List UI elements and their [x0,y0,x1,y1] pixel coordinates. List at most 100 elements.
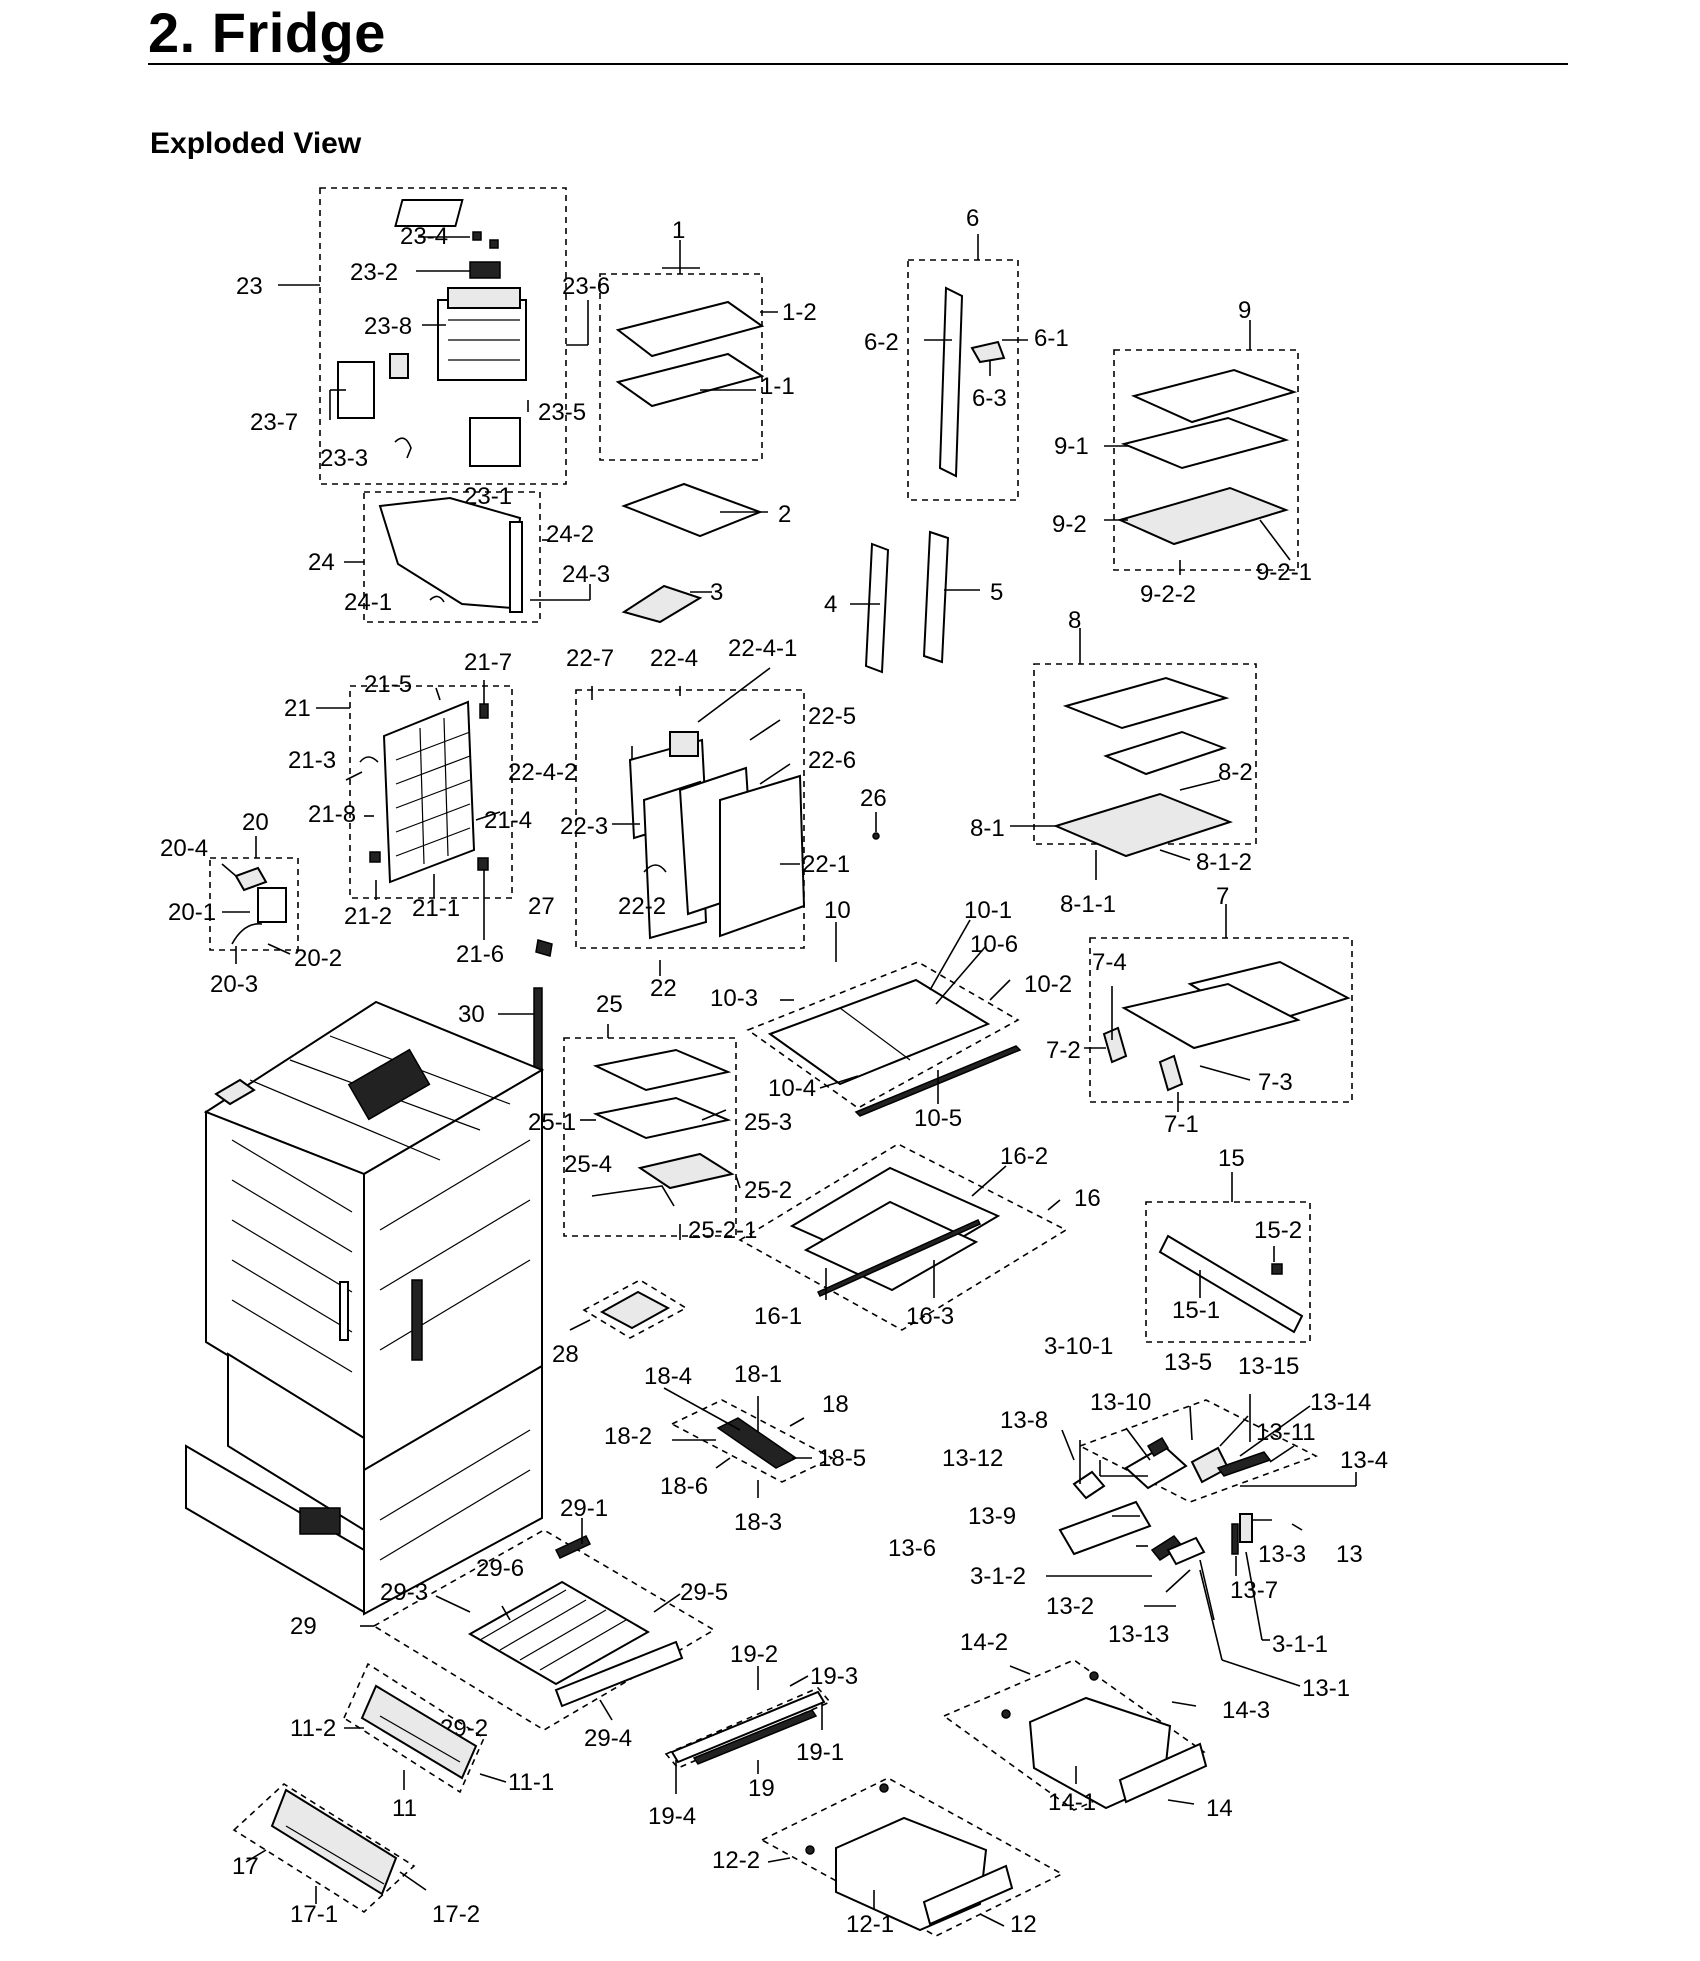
label-8: 8 [1068,607,1081,634]
label-19-4: 19-4 [648,1803,696,1830]
label-25-2: 25-2 [744,1177,792,1204]
label-11-2: 11-2 [290,1715,336,1742]
label-27: 27 [528,893,555,920]
part-group-22 [575,667,806,976]
label-29-1: 29-1 [560,1495,608,1522]
part-group-29 [360,1518,716,1731]
label-8-1: 8-1 [970,815,1005,842]
part-group-1 [599,240,778,461]
label-16: 16 [1074,1185,1101,1212]
label-21-5: 21-5 [364,671,412,698]
label-14-3: 14-3 [1222,1697,1270,1724]
part-group-11 [342,1662,507,1794]
part-group-15 [1145,1172,1311,1343]
label-28: 28 [552,1341,579,1368]
label-13-3: 13-3 [1258,1541,1306,1568]
part-group-9 [1104,320,1299,575]
part-group-13 [1046,1394,1357,1687]
label-21-4: 21-4 [484,807,532,834]
label-18-1: 18-1 [734,1361,782,1388]
label-24-1: 24-1 [344,589,392,616]
label-21-7: 21-7 [464,649,512,676]
label-8-2: 8-2 [1218,759,1253,786]
label-25-2-1: 25-2-1 [688,1217,757,1244]
label-4: 4 [824,591,837,618]
label-19: 19 [748,1775,775,1802]
label-14-2: 14-2 [960,1629,1008,1656]
page-title: 2. Fridge [148,1,386,64]
label-29-5: 29-5 [680,1579,728,1606]
part-group-23 [278,187,589,485]
label-13-2: 13-2 [1046,1593,1094,1620]
label-24-2: 24-2 [546,521,594,548]
label-21-8: 21-8 [308,801,356,828]
label-17-2: 17-2 [432,1901,480,1928]
label-9-2-2: 9-2-2 [1140,581,1196,608]
label-18-6: 18-6 [660,1473,708,1500]
label-25: 25 [596,991,623,1018]
label-21: 21 [284,695,311,722]
label-18-5: 18-5 [818,1445,866,1472]
label-15-2: 15-2 [1254,1217,1302,1244]
label-18-2: 18-2 [604,1423,652,1450]
label-3-10-1: 3-10-1 [1044,1333,1113,1360]
label-13-7: 13-7 [1230,1577,1278,1604]
label-9-2: 9-2 [1052,511,1087,538]
label-7-3: 7-3 [1258,1069,1293,1096]
part-5 [922,530,980,664]
label-14: 14 [1206,1795,1233,1822]
section-heading: Exploded View [150,127,362,160]
label-23-6: 23-6 [562,273,610,300]
label-13: 13 [1336,1541,1363,1568]
label-10-5: 10-5 [914,1105,962,1132]
label-16-1: 16-1 [754,1303,802,1330]
label-26: 26 [860,785,887,812]
label-10-3: 10-3 [710,985,758,1012]
label-29-3: 29-3 [380,1579,428,1606]
label-23-5: 23-5 [538,399,586,426]
label-18-3: 18-3 [734,1509,782,1536]
part-26 [872,812,880,840]
label-3-1-2: 3-1-2 [970,1563,1026,1590]
label-13-9: 13-9 [968,1503,1016,1530]
label-10-4: 10-4 [768,1075,816,1102]
label-22-1: 22-1 [802,851,850,878]
label-22-4-1: 22-4-1 [728,635,797,662]
label-20-1: 20-1 [168,899,216,926]
label-13-12: 13-12 [942,1445,1003,1472]
part-4 [850,542,890,674]
label-21-1: 21-1 [412,895,460,922]
label-21-3: 21-3 [288,747,336,774]
label-17: 17 [232,1853,259,1880]
part-group-10 [746,919,1022,1117]
label-22-2: 22-2 [618,893,666,920]
label-10-6: 10-6 [970,931,1018,958]
part-group-17 [232,1782,427,1914]
label-1-1: 1-1 [760,373,795,400]
label-23: 23 [236,273,263,300]
part-27 [535,939,553,957]
label-13-6: 13-6 [888,1535,936,1562]
label-12-2: 12-2 [712,1847,760,1874]
label-7: 7 [1216,883,1229,910]
label-22: 22 [650,975,677,1002]
label-11-1: 11-1 [508,1769,554,1796]
label-15: 15 [1218,1145,1245,1172]
label-13-4: 13-4 [1340,1447,1388,1474]
label-8-1-2: 8-1-2 [1196,849,1252,876]
part-group-8 [1010,628,1257,880]
label-8-1-1: 8-1-1 [1060,891,1116,918]
part-group-24 [344,491,591,623]
label-19-1: 19-1 [796,1739,844,1766]
label-6-1: 6-1 [1034,325,1069,352]
label-23-3: 23-3 [320,445,368,472]
label-21-6: 21-6 [456,941,504,968]
label-13-5: 13-5 [1164,1349,1212,1376]
label-22-4-2: 22-4-2 [508,759,577,786]
label-22-5: 22-5 [808,703,856,730]
label-1: 1 [672,217,685,244]
part-group-20 [209,836,299,964]
label-16-3: 16-3 [906,1303,954,1330]
part-group-18 [663,1387,834,1498]
label-14-1: 14-1 [1048,1789,1096,1816]
